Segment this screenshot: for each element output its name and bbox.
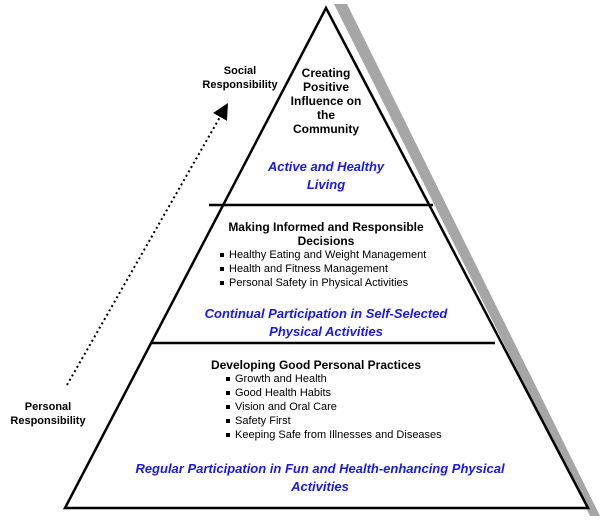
list-item: Growth and Health [226, 372, 442, 386]
bottom-tier-goal: Regular Participation in Fun and Health-… [135, 461, 505, 494]
list-item: Personal Safety in Physical Activities [220, 276, 426, 290]
top-tier-heading: Creating Positive Influence on the Commu… [290, 66, 362, 136]
list-item: Healthy Eating and Weight Management [220, 248, 426, 262]
pyramid-outline [62, 5, 591, 510]
bottom-tier-heading: Developing Good Personal Practices [210, 358, 422, 372]
top-tier-goal: Active and Healthy Living [267, 159, 385, 192]
middle-tier-list: Healthy Eating and Weight Management Hea… [220, 248, 426, 290]
list-item: Keeping Safe from Illnesses and Diseases [226, 428, 442, 442]
middle-tier-heading: Making Informed and Responsible Decision… [228, 220, 424, 248]
list-item: Safety First [226, 414, 442, 428]
social-responsibility-label: Social Responsibility [202, 65, 278, 91]
pyramid-shadow [334, 4, 600, 516]
list-item: Health and Fitness Management [220, 262, 426, 276]
personal-responsibility-label: Personal Responsibility [10, 401, 86, 427]
bottom-tier-list: Growth and Health Good Health Habits Vis… [226, 372, 442, 442]
list-item: Vision and Oral Care [226, 400, 442, 414]
middle-tier-goal: Continual Participation in Self-Selected… [204, 306, 448, 339]
list-item: Good Health Habits [226, 386, 442, 400]
